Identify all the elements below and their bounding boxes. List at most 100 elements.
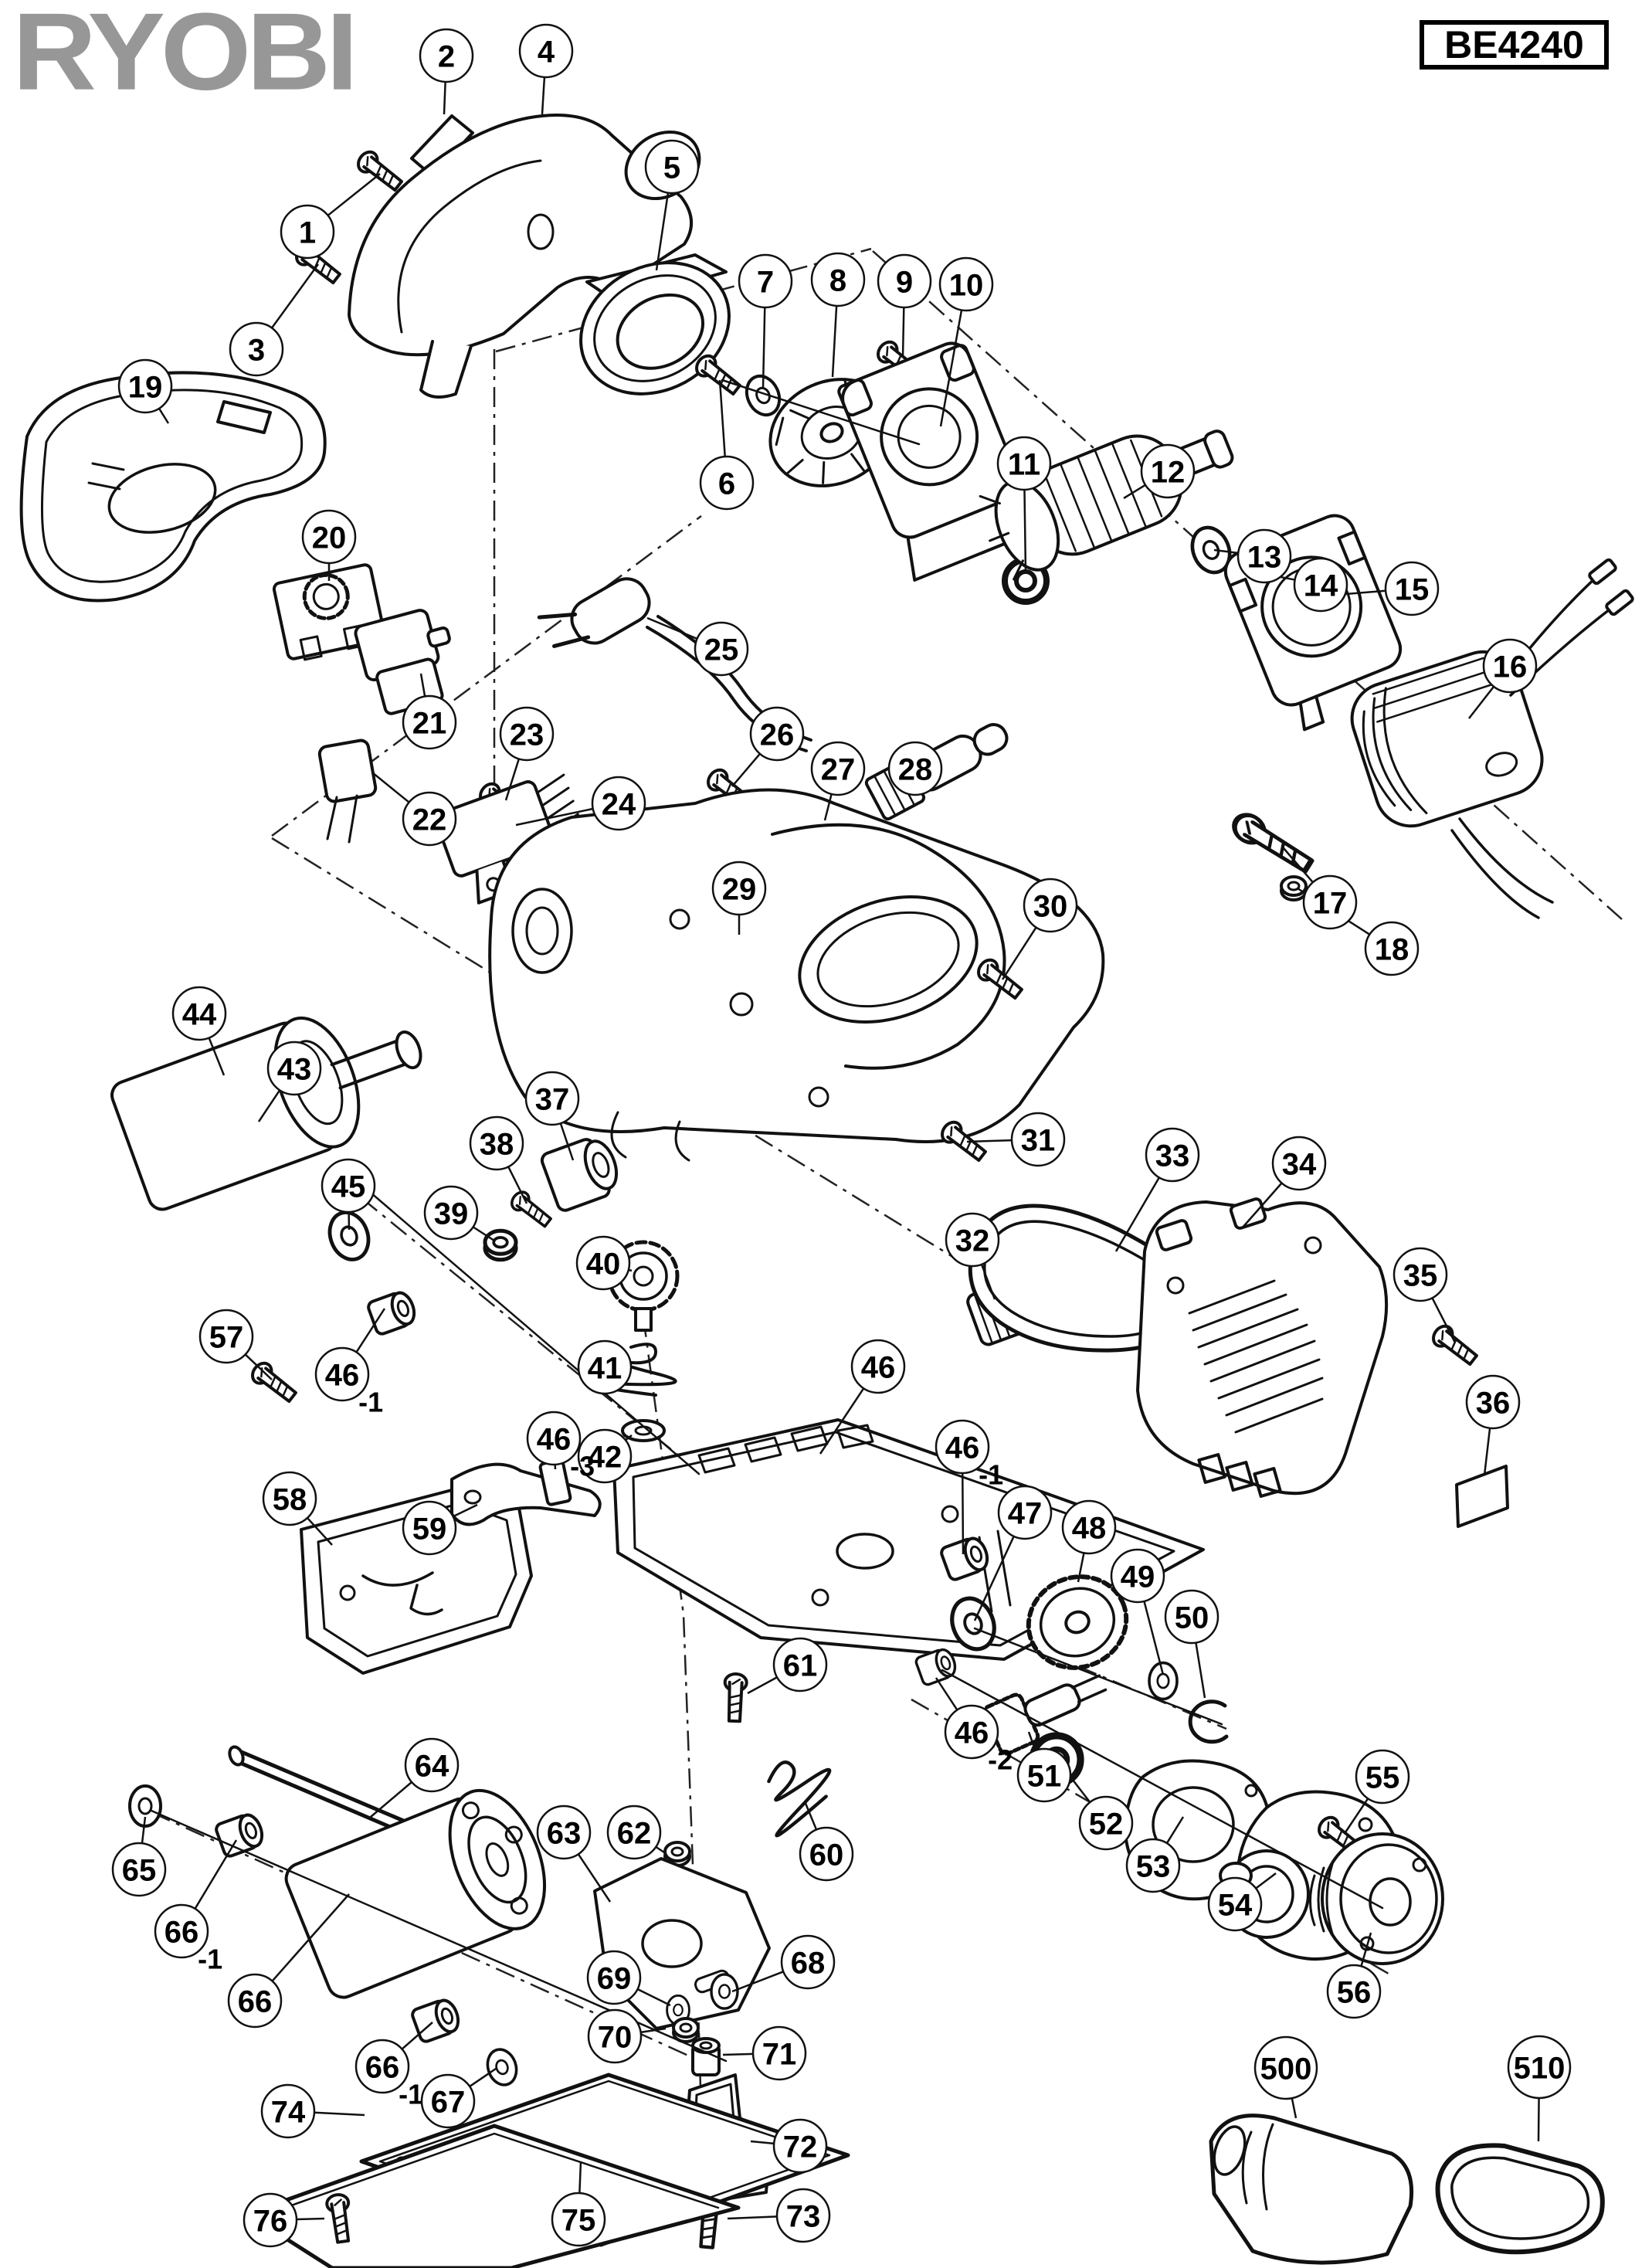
callout-75: 75	[551, 2192, 606, 2247]
part-sandpaper-sheet	[245, 2124, 741, 2268]
callout-number: 38	[480, 1127, 514, 1161]
callout-31: 31	[1010, 1112, 1066, 1167]
callout-number: 64	[415, 1749, 449, 1783]
callout-number: 27	[821, 752, 856, 786]
callout-69: 69	[586, 1950, 642, 2005]
part-bearing-holder	[540, 1138, 619, 1212]
brand-logo: RYOBI	[12, 0, 358, 114]
callout-16: 16	[1482, 638, 1538, 694]
callout-number: 45	[331, 1170, 366, 1204]
callout-51: 51	[1016, 1747, 1072, 1803]
callout-number: 71	[762, 2037, 797, 2071]
callout-54: 54	[1207, 1876, 1263, 1932]
callout-number: 55	[1365, 1760, 1400, 1794]
callout-30: 30	[1023, 878, 1078, 933]
callout-7: 7	[738, 253, 793, 309]
callout-15: 15	[1384, 561, 1440, 616]
callout-number: 12	[1151, 455, 1186, 489]
callout-510: 510	[1507, 2035, 1572, 2100]
callout-46-1b: 46-1	[935, 1419, 1003, 1490]
callout-number: 62	[617, 1816, 652, 1850]
callout-66-1a: 66-1	[154, 1903, 222, 1974]
callout-60: 60	[799, 1826, 854, 1882]
callout-number: 41	[588, 1351, 622, 1385]
callout-number: 21	[412, 706, 447, 740]
callout-66: 66	[227, 1973, 283, 2029]
callout-29: 29	[711, 861, 767, 916]
callout-27: 27	[810, 741, 866, 796]
callout-number: 56	[1337, 1975, 1372, 2009]
callout-74: 74	[260, 2083, 316, 2139]
callout-number: 26	[760, 718, 795, 752]
part-column-bushing	[691, 2037, 721, 2076]
callout-number: 75	[561, 2203, 596, 2237]
callout-number: 19	[128, 370, 163, 404]
callout-55: 55	[1355, 1749, 1410, 1805]
callout-4: 4	[518, 23, 574, 79]
callout-number: 7	[757, 265, 774, 299]
callout-number: 13	[1247, 540, 1282, 574]
callout-38: 38	[469, 1115, 524, 1171]
callout-18: 18	[1364, 921, 1420, 976]
callout-number: 28	[898, 752, 933, 786]
callout-number: 73	[786, 2199, 821, 2233]
callout-number: 5	[663, 151, 680, 185]
callout-39: 39	[423, 1185, 479, 1241]
callout-62: 62	[606, 1805, 662, 1860]
callout-number: 54	[1218, 1888, 1253, 1922]
callout-6: 6	[699, 455, 755, 511]
callout-43: 43	[266, 1041, 322, 1096]
part-handle-cover	[19, 371, 327, 603]
callout-number: 14	[1304, 569, 1338, 603]
callout-number: 50	[1175, 1601, 1209, 1635]
callout-number: 66	[238, 1984, 273, 2018]
callout-1: 1	[280, 204, 335, 260]
callout-59: 59	[402, 1500, 457, 1556]
callout-8: 8	[810, 252, 866, 307]
part-dust-bag	[1209, 2114, 1414, 2265]
part-shoe-lever	[450, 1462, 602, 1526]
callout-70: 70	[587, 2008, 643, 2064]
part-bearing-plate	[837, 341, 1040, 582]
callout-suffix: -1	[358, 1386, 383, 1418]
callout-68: 68	[780, 1934, 836, 1990]
callout-number: 47	[1008, 1496, 1043, 1530]
callout-number: 53	[1136, 1849, 1171, 1883]
callout-number: 9	[896, 265, 913, 299]
callout-number: 500	[1260, 2052, 1312, 2086]
callout-number: 67	[431, 2085, 466, 2119]
callout-3: 3	[229, 321, 284, 377]
part-sanding-belt	[1435, 2143, 1605, 2255]
parts-illustration	[19, 114, 1634, 2268]
callout-number: 37	[535, 1082, 570, 1116]
callout-57: 57	[198, 1309, 254, 1364]
callout-40: 40	[575, 1235, 631, 1291]
callout-number: 32	[955, 1224, 990, 1258]
callout-number: 25	[704, 633, 739, 667]
callout-2: 2	[419, 28, 474, 83]
callout-suffix: -1	[198, 1943, 222, 1974]
callout-number: 69	[597, 1961, 632, 1995]
callout-number: 2	[438, 39, 455, 73]
callout-number: 10	[949, 268, 984, 302]
callout-25: 25	[694, 621, 749, 677]
callout-24: 24	[591, 776, 646, 831]
callout-11: 11	[996, 436, 1052, 491]
callout-number: 46	[325, 1358, 360, 1392]
callout-46-3: 46-3	[526, 1411, 595, 1482]
callout-26: 26	[749, 706, 805, 762]
callout-73: 73	[775, 2188, 831, 2243]
callout-number: 49	[1121, 1560, 1155, 1594]
callout-number: 46	[955, 1716, 989, 1750]
callout-number: 51	[1027, 1759, 1062, 1793]
callout-35: 35	[1392, 1247, 1448, 1302]
callout-number: 52	[1089, 1807, 1124, 1841]
callout-number: 39	[434, 1197, 469, 1231]
callout-number: 23	[510, 718, 544, 752]
callout-12: 12	[1140, 443, 1196, 499]
part-capacitor	[317, 738, 378, 844]
callout-number: 3	[248, 333, 265, 367]
callout-49: 49	[1110, 1548, 1165, 1604]
